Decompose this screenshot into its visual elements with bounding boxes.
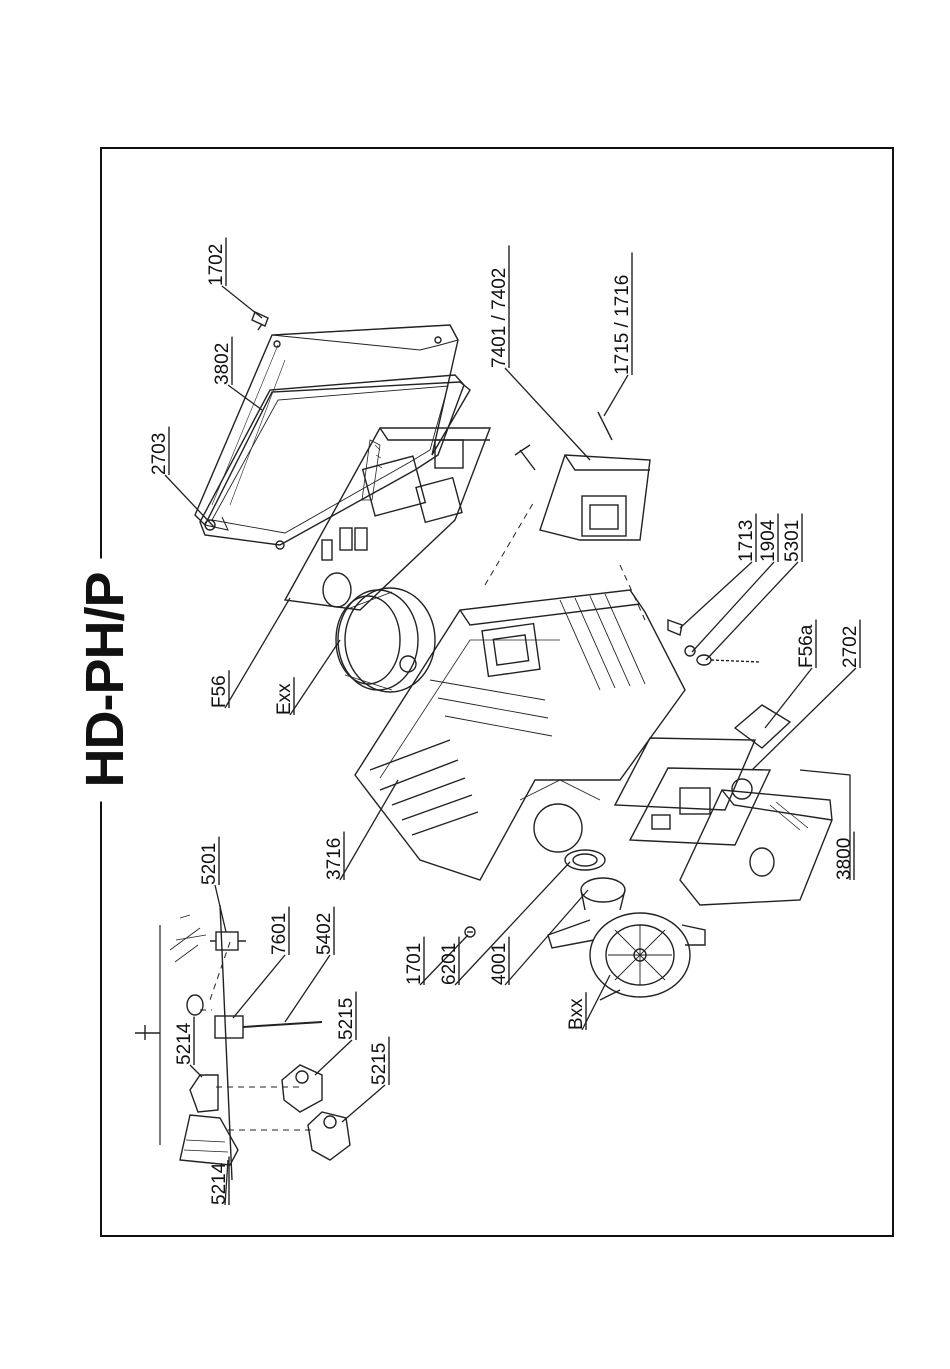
leader-line [165,475,215,528]
leader-line [706,562,798,660]
part-number-text: 3800 [834,838,855,880]
part-number-text: F56a [796,624,817,668]
part-label-7601: 7601 [233,907,290,1018]
part-label-bxx: Bxx [566,975,610,1030]
part-number-text: 7601 [269,913,290,955]
part-label-4001: 4001 [489,890,588,985]
part-number-text: 5214 [209,1162,230,1205]
part-label-f56a: F56a [765,620,817,728]
part-number-text: 5214 [174,1022,195,1065]
part-label-5215a: 5215 [315,992,357,1075]
part-number-text: 5215 [336,998,357,1040]
leader-line [505,368,590,460]
leader-line [604,375,628,416]
leader-line [455,862,570,985]
part-label-5215b: 5215 [342,1037,390,1122]
part-number-text: 5215 [369,1043,390,1085]
part-number-text: 6201 [439,943,460,985]
leader-line [228,385,262,410]
part-number-text: 7401 / 7402 [489,268,510,368]
part-number-text: 3716 [324,838,345,880]
part-number-text: 5402 [314,913,335,955]
part-label-1702: 1702 [206,238,262,318]
leader-line [190,1065,202,1077]
leader-line [285,955,330,1022]
leader-line [680,562,752,628]
leader-line [315,1040,352,1075]
part-number-text: 2702 [840,626,861,668]
leader-line [233,955,285,1018]
part-number-text: 3802 [212,343,233,385]
leader-line [342,1085,385,1122]
part-number-text: 2703 [149,433,170,475]
part-number-text: 4001 [489,943,510,985]
leader-line [692,562,774,652]
part-label-3716: 3716 [324,780,398,880]
leader-line [340,780,398,880]
part-label-7401-7402: 7401 / 7402 [489,245,590,460]
leader-line [505,890,588,985]
part-number-text: 1701 [404,943,425,985]
part-number-text: Bxx [566,998,587,1030]
leader-line [222,286,262,318]
part-label-2703: 2703 [149,427,215,528]
leader-line [765,668,812,728]
part-label-3800: 3800 [800,770,855,880]
part-number-text: 5301 [782,520,803,562]
part-number-text: 1715 / 1716 [612,275,633,375]
part-number-text: 5201 [199,843,220,885]
part-label-1715-1716: 1715 / 1716 [604,252,633,416]
part-number-text: 1904 [758,519,779,562]
part-number-text: 1702 [206,244,227,286]
part-number-text: Exx [274,683,295,715]
part-number-text: F56 [209,675,230,708]
part-label-5214b: 5214 [209,1157,230,1205]
part-label-5214a: 5214 [174,1017,202,1077]
part-label-1713: 1713 [680,514,757,628]
leader-line [752,668,856,770]
part-label-3802: 3802 [212,337,262,410]
part-label-5402: 5402 [285,907,335,1022]
part-label-5201: 5201 [199,837,226,932]
leader-line [215,885,226,932]
leader-line [290,640,340,715]
part-label-exx: Exx [274,640,340,715]
part-number-text: 1713 [736,520,757,562]
